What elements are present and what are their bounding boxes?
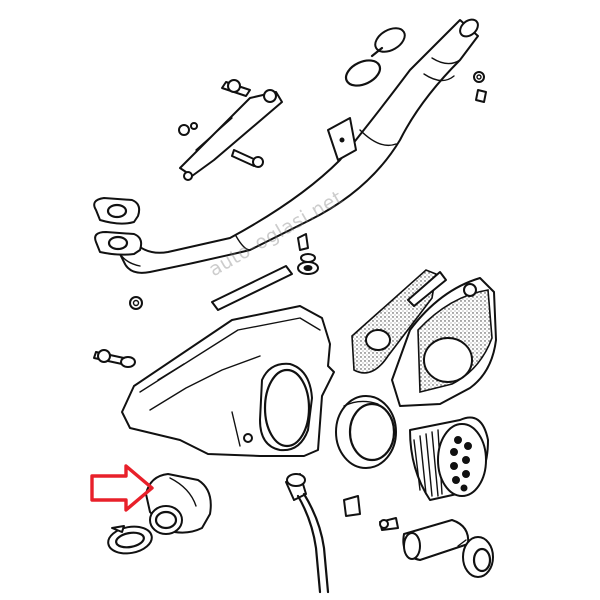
drain-hose <box>285 473 330 594</box>
exhaust-flange <box>94 231 143 256</box>
screw <box>379 517 399 531</box>
snorkel-end-cap <box>457 536 494 578</box>
filter-cover <box>351 269 497 407</box>
exhaust-tip-plug <box>344 27 406 87</box>
airbox-housing <box>121 305 335 457</box>
intake-rubber-boot <box>145 473 212 535</box>
exhaust-pipe <box>115 18 479 274</box>
exhaust-heat-shield-bracket <box>327 117 357 161</box>
small-nut <box>129 296 143 310</box>
airbox-bolt <box>93 349 136 368</box>
airbox-seal-strip <box>211 265 293 311</box>
intake-snorkel-tube <box>402 519 470 561</box>
right-arrow-icon <box>90 464 154 512</box>
air-filter-element <box>409 416 489 501</box>
clip-fastener <box>343 495 361 517</box>
grommet-screw <box>297 233 319 275</box>
hose-clamp <box>107 525 153 555</box>
mounting-bracket <box>178 79 283 181</box>
exhaust-gasket <box>93 197 141 225</box>
exhaust-washers-bolts <box>473 71 487 103</box>
filter-ring <box>335 395 397 469</box>
